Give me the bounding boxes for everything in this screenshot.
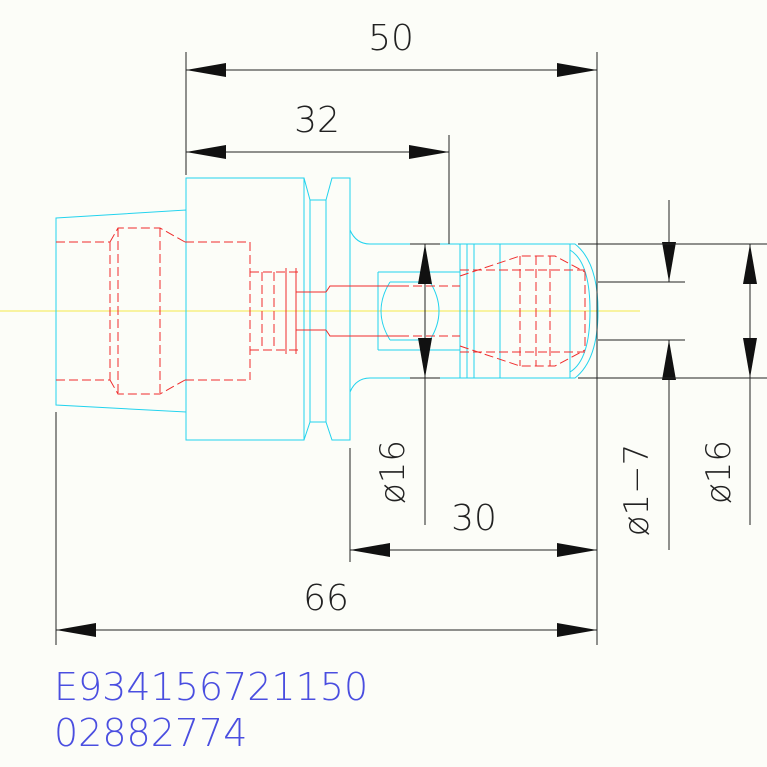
dimension-diameter-nose: ø16 xyxy=(578,243,767,525)
dimension-overall-length: 50 xyxy=(185,18,598,645)
dimension-label-50: 50 xyxy=(368,18,414,59)
dimension-diameter-clamp-range: ø1−7 xyxy=(598,200,685,550)
dimension-label-diameter-1-7: ø1−7 xyxy=(617,444,657,537)
dimension-label-diameter-16-nose: ø16 xyxy=(699,440,739,504)
dimension-diameter-body: ø16 xyxy=(373,243,440,525)
part-outline xyxy=(55,177,599,441)
dimension-nose-length: 30 xyxy=(349,448,597,562)
dimension-total-length: 66 xyxy=(55,412,597,645)
dimension-label-30: 30 xyxy=(451,498,497,539)
hidden-lines xyxy=(56,227,586,395)
dimension-label-32: 32 xyxy=(294,100,340,141)
order-number: 02882774 xyxy=(54,711,247,755)
article-number: E934156721150 xyxy=(54,665,368,709)
dimension-shank-length: 32 xyxy=(186,100,450,244)
dimension-label-diameter-16-body: ø16 xyxy=(373,440,413,504)
dimension-label-66: 66 xyxy=(303,578,349,619)
